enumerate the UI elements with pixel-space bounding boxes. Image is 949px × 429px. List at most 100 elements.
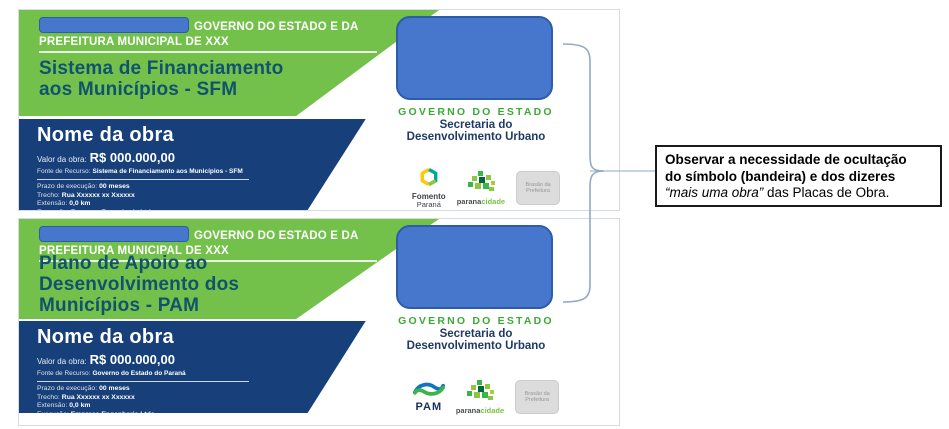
fonte-value: Governo do Estado do Paraná xyxy=(92,370,186,377)
sign-header: GOVERNO DO ESTADO E DA PREFEITURA MUNICI… xyxy=(39,226,404,259)
header-line2: PREFEITURA MUNICIPAL DE XXX xyxy=(39,245,229,257)
brasao-line2: Prefeitura xyxy=(526,188,550,194)
paranacidade-logo: paranacidade xyxy=(455,379,505,415)
header-divider xyxy=(39,260,377,262)
valor-row: Valor da obra:R$ 000.000,00 xyxy=(37,149,366,167)
secretaria-label: Secretaria do Desenvolvimento Urbano xyxy=(379,328,573,352)
paranacidade-cubes-icon xyxy=(465,379,495,406)
fonte-row: Fonte de Recurso:Governo do Estado do Pa… xyxy=(37,370,366,377)
cidade-part: cidade xyxy=(480,405,505,415)
program-title-line: Plano de Apoio ao xyxy=(39,253,208,274)
valor-label: Valor da obra: xyxy=(37,357,87,366)
trecho-label: Trecho: xyxy=(37,393,60,401)
fomento-text: Fomento xyxy=(411,192,446,201)
brasao-line1: Brasão da xyxy=(525,181,551,188)
execucao-label: Execução: xyxy=(37,411,69,419)
note-line1: Observar a necessidade de ocultação xyxy=(665,152,907,167)
header-line1: GOVERNO DO ESTADO E DA xyxy=(194,21,359,33)
header-line2: PREFEITURA MUNICIPAL DE XXX xyxy=(39,36,229,48)
program-title-sfm: Sistema de Financiamento aos Municípios … xyxy=(39,58,283,100)
sign-header: GOVERNO DO ESTADO E DA PREFEITURA MUNICI… xyxy=(39,17,404,50)
valor-row: Valor da obra:R$ 000.000,00 xyxy=(37,351,366,369)
valor-value: R$ 000.000,00 xyxy=(89,352,175,367)
fonte-label: Fonte de Recurso: xyxy=(37,168,91,175)
work-info-panel: Nome da obra Valor da obra:R$ 000.000,00… xyxy=(19,119,366,210)
prazo-row: Prazo de execução:00 meses xyxy=(37,385,366,392)
prazo-label: Prazo de execução: xyxy=(37,183,98,190)
execucao-label: Execução: xyxy=(37,209,69,217)
secretaria-label: Secretaria do Desenvolvimento Urbano xyxy=(379,119,573,143)
execucao-row: Execução:Empresa Engenharia Ltda. xyxy=(37,411,366,419)
note-line3-italic: “mais uma obra” xyxy=(665,185,764,200)
execucao-value: Empresa Engenharia Ltda. xyxy=(70,411,157,419)
fomento-parana-logo: Fomento Paraná xyxy=(412,167,446,209)
valor-value: R$ 000.000,00 xyxy=(89,150,175,165)
brasao-line2: Prefeitura xyxy=(525,397,550,403)
cidade-part: cidade xyxy=(481,196,506,206)
governo-do-estado-label: GOVERNO DO ESTADO xyxy=(398,315,554,327)
extensao-row: Extensão:0,0 km xyxy=(37,402,366,410)
extensao-label: Extensão: xyxy=(37,200,68,208)
hidden-flag-placeholder xyxy=(39,226,189,242)
work-info-panel: Nome da obra Valor da obra:R$ 000.000,00… xyxy=(19,321,366,413)
brasao-prefeitura-placeholder: Brasão da Prefeitura xyxy=(516,171,561,205)
paranacidade-logo: paranacidade xyxy=(456,170,506,206)
secretaria-line2: Desenvolvimento Urbano xyxy=(406,339,546,352)
secretaria-line2: Desenvolvimento Urbano xyxy=(406,130,546,143)
logos-row: PAM paranacidade Brasão da Pref xyxy=(397,373,575,421)
prazo-value: 00 meses xyxy=(99,183,130,190)
paranacidade-text: paranacidade xyxy=(455,405,505,415)
fonte-value: Sistema de Financiamento aos Municípios … xyxy=(92,168,243,175)
paranacidade-cubes-icon xyxy=(466,170,496,197)
note-line3-rest: das Placas de Obra. xyxy=(763,185,890,200)
hidden-flag-placeholder-large xyxy=(396,16,553,100)
program-title-line: aos Municípios - SFM xyxy=(39,79,238,100)
work-sign-board-pam: GOVERNO DO ESTADO E DA PREFEITURA MUNICI… xyxy=(18,218,620,426)
prazo-value: 00 meses xyxy=(99,385,130,392)
execucao-row: Execução:Empresa Engenharia Ltda. xyxy=(37,209,366,217)
extensao-row: Extensão:0,0 km xyxy=(37,200,366,208)
extensao-label: Extensão: xyxy=(37,402,68,410)
fonte-label: Fonte de Recurso: xyxy=(37,370,91,377)
program-title-line: Desenvolvimento dos xyxy=(39,274,240,295)
secretaria-line1: Secretaria do xyxy=(439,119,513,131)
pam-text: PAM xyxy=(415,400,443,413)
trecho-row: Trecho:Rua Xxxxxx xx Xxxxxx xyxy=(37,393,366,401)
brasao-prefeitura-placeholder: Brasão da Prefeitura xyxy=(515,380,560,414)
execucao-value: Empresa Engenharia Ltda. xyxy=(70,209,157,217)
work-name: Nome da obra xyxy=(37,326,174,348)
note-line3: “mais uma obra” das Placas de Obra. xyxy=(665,185,932,202)
fomento-hexagon-icon xyxy=(419,167,439,192)
trecho-value: Rua Xxxxxx xx Xxxxxx xyxy=(61,191,135,199)
pam-swoosh-icon xyxy=(412,382,445,402)
program-title-line: Sistema de Financiamento xyxy=(39,58,284,79)
pam-logo: PAM xyxy=(412,382,445,413)
panel-divider xyxy=(37,381,249,382)
brasao-line1: Brasão da xyxy=(524,390,550,397)
paranacidade-text: paranacidade xyxy=(456,196,506,206)
program-title-line: Municípios - PAM xyxy=(39,295,200,316)
governo-do-estado-label: GOVERNO DO ESTADO xyxy=(398,106,554,118)
parana-part: parana xyxy=(455,405,481,415)
extensao-value: 0,0 km xyxy=(69,200,91,208)
prazo-label: Prazo de execução: xyxy=(37,385,98,392)
logos-row: Fomento Paraná paranacidade Bra xyxy=(397,164,575,212)
valor-label: Valor da obra: xyxy=(37,155,87,164)
parana-text: Paraná xyxy=(416,200,441,209)
note-line2: do símbolo (bandeira) e dos dizeres xyxy=(665,168,896,184)
secretaria-line1: Secretaria do xyxy=(439,328,513,340)
trecho-row: Trecho:Rua Xxxxxx xx Xxxxxx xyxy=(37,191,366,199)
header-line1: GOVERNO DO ESTADO E DA xyxy=(194,230,359,242)
observation-note-box: Observar a necessidade de ocultação do s… xyxy=(655,145,942,207)
work-name: Nome da obra xyxy=(37,124,174,146)
header-divider xyxy=(39,51,377,53)
trecho-value: Rua Xxxxxx xx Xxxxxx xyxy=(61,393,135,401)
work-sign-board-sfm: GOVERNO DO ESTADO E DA PREFEITURA MUNICI… xyxy=(18,9,620,211)
parana-part: parana xyxy=(456,196,482,206)
hidden-flag-placeholder-large xyxy=(396,225,553,309)
program-title-pam: Plano de Apoio ao Desenvolvimento dos Mu… xyxy=(39,253,239,316)
extensao-value: 0,0 km xyxy=(69,402,91,410)
trecho-label: Trecho: xyxy=(37,191,60,199)
panel-divider xyxy=(37,179,249,180)
fonte-row: Fonte de Recurso:Sistema de Financiament… xyxy=(37,168,366,175)
